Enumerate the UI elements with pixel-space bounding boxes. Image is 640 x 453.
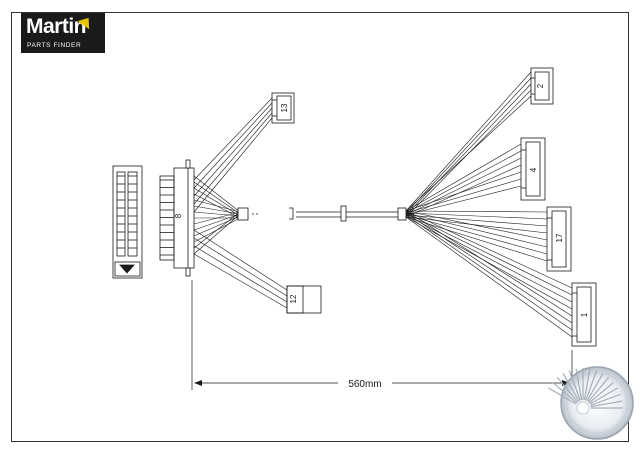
watermark-ray <box>556 376 579 403</box>
wire <box>193 245 288 303</box>
wire <box>193 117 273 213</box>
watermark-ray <box>575 368 583 401</box>
wire <box>405 216 573 338</box>
watermark-ray <box>588 381 615 404</box>
connector-12: 12 <box>286 285 322 314</box>
wire <box>405 212 573 296</box>
wire <box>193 211 241 217</box>
connector-end-view <box>112 165 143 279</box>
wire <box>405 214 573 331</box>
connector-label-1: 1 <box>580 312 589 317</box>
wire <box>193 211 241 249</box>
wire <box>405 71 532 212</box>
wire <box>405 210 548 241</box>
wire <box>405 150 522 214</box>
connector-2: 2 <box>530 67 554 105</box>
watermark-ray <box>590 400 623 408</box>
connector-label-12: 12 <box>289 294 298 303</box>
wire <box>193 211 241 225</box>
wire <box>405 178 522 214</box>
wire <box>193 237 288 297</box>
wire <box>405 212 573 324</box>
connector-8: 8 <box>159 159 195 277</box>
wire <box>405 83 532 216</box>
wire <box>405 216 573 310</box>
watermark-ray <box>587 376 610 403</box>
logo-tagline: PARTS FINDER <box>27 42 82 49</box>
connector-label-4: 4 <box>529 167 538 172</box>
wire <box>193 187 241 217</box>
wire <box>193 181 241 215</box>
wire <box>193 213 241 231</box>
connector-4: 4 <box>520 137 546 201</box>
connector-1: 1 <box>571 282 597 347</box>
wire <box>193 112 273 205</box>
dimension-label: 560mm <box>348 379 381 390</box>
wire <box>405 214 573 303</box>
wire <box>405 210 573 317</box>
wire <box>193 97 273 181</box>
wire <box>405 216 548 234</box>
dimension-line: 560mm <box>191 280 573 390</box>
watermark-ray <box>586 373 604 402</box>
wire <box>193 175 241 213</box>
wire <box>405 212 548 220</box>
watermark-emblem-icon <box>548 366 634 440</box>
wire <box>405 210 548 213</box>
watermark-ray <box>548 387 577 405</box>
wire <box>405 77 532 214</box>
wire <box>405 212 548 248</box>
watermark-ray <box>551 381 578 404</box>
connector-17: 17 <box>546 206 572 272</box>
wire <box>193 205 241 215</box>
right-wire-fan <box>405 71 573 338</box>
connector-label-2: 2 <box>536 83 545 88</box>
connector-label-17: 17 <box>555 233 564 242</box>
watermark-ray <box>568 370 581 401</box>
wire <box>193 253 288 309</box>
wire <box>405 214 548 255</box>
wire <box>193 107 273 197</box>
wire <box>193 215 241 237</box>
wire <box>405 95 532 212</box>
martin-logo: Martin PARTS FINDER <box>21 13 105 53</box>
watermark-ray <box>562 373 580 402</box>
wire <box>193 229 288 291</box>
wire <box>193 213 241 255</box>
watermark-ray <box>589 387 618 405</box>
wire <box>405 164 522 218</box>
connector-13: 13 <box>271 92 295 124</box>
wire <box>405 214 548 227</box>
connector-label-13: 13 <box>280 103 289 112</box>
watermark-ray <box>583 368 591 401</box>
watermark-ray <box>585 370 598 401</box>
logo-wordmark: Martin <box>26 15 87 38</box>
watermark-ray <box>590 393 621 406</box>
wire <box>405 185 522 216</box>
wire <box>193 199 241 213</box>
connector-label-8: 8 <box>174 213 183 218</box>
cable-run <box>237 205 407 222</box>
wire <box>193 102 273 189</box>
wire <box>405 157 522 216</box>
wire <box>405 171 522 212</box>
sheet-frame <box>11 12 629 442</box>
left-wire-fan <box>193 97 288 309</box>
wire <box>405 143 522 212</box>
wire <box>405 210 573 289</box>
